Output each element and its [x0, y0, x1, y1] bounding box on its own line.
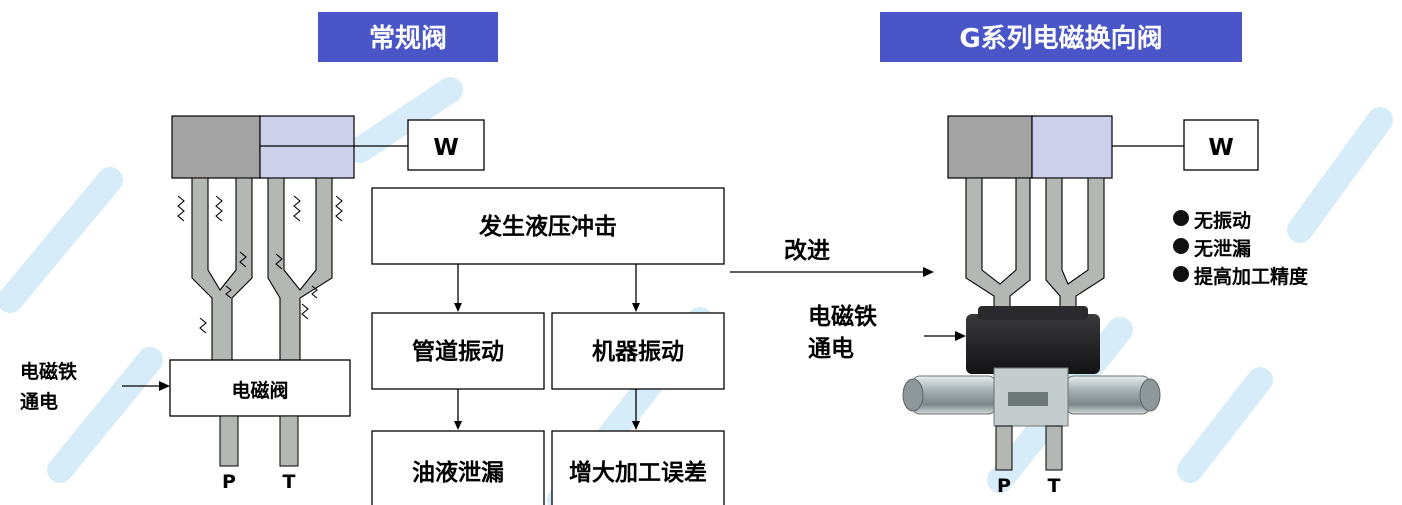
- left-title-bg: [318, 12, 498, 62]
- valve-right-coil: [1065, 375, 1151, 415]
- left-energize-line2: 通电: [20, 390, 58, 413]
- left-solenoid-label: 电磁阀: [231, 379, 288, 402]
- left-solenoid-valve: [169, 359, 351, 417]
- right-block-dark: [947, 115, 1033, 179]
- right-energize-line2: 通电: [808, 336, 854, 362]
- arrowhead-error: [632, 421, 640, 430]
- benefit-3: 提高加工精度: [1194, 265, 1309, 288]
- machine-vibration-label: 机器振动: [592, 338, 684, 365]
- right-port-t: T: [1048, 475, 1061, 497]
- right-pipe-p-upper: [965, 177, 1031, 321]
- right-valve-system: W P T 电磁铁 通电 无振动 无泄漏: [808, 115, 1309, 497]
- valve-left-coil: [911, 375, 997, 415]
- left-pipe-p-upper: [191, 177, 253, 361]
- g-series-valve-image: [902, 306, 1161, 427]
- left-valve-system: W 电磁阀 P T 电磁铁 通电: [20, 115, 485, 493]
- right-block-light: [1031, 115, 1113, 179]
- right-pipe-t-upper: [1045, 177, 1105, 321]
- error-label: 增大加工误差: [569, 459, 707, 486]
- right-pipe-t-lower: [1045, 425, 1063, 471]
- arrowhead-machine-vibration: [632, 303, 640, 312]
- benefit-bullet-3: [1173, 266, 1189, 282]
- improve-label: 改进: [784, 238, 830, 264]
- right-pipe-p-lower: [995, 425, 1013, 471]
- left-energize-arrowhead: [159, 381, 170, 391]
- left-block-light: [259, 115, 355, 179]
- right-title: G系列电磁换向阀: [959, 23, 1162, 54]
- left-pipe-p-lower: [219, 415, 239, 467]
- benefits-list: 无振动 无泄漏 提高加工精度: [1173, 209, 1309, 288]
- benefit-1: 无振动: [1194, 209, 1251, 232]
- valve-right-cap: [1139, 378, 1161, 412]
- right-title-bg: [880, 12, 1242, 62]
- pipe-vibration-box: [371, 312, 545, 390]
- left-pipe-t-upper: [267, 177, 333, 361]
- left-port-t: T: [283, 471, 296, 493]
- right-energize-line1: 电磁铁: [808, 303, 877, 330]
- left-w-box: [407, 119, 485, 171]
- shock-label: 发生液压冲击: [478, 213, 617, 240]
- oil-leak-box: [371, 430, 545, 505]
- arrowhead-pipe-vibration: [454, 303, 462, 312]
- error-box: [551, 430, 725, 505]
- arrowhead-oil-leak: [454, 421, 462, 430]
- valve-cap: [978, 306, 1088, 320]
- left-port-p: P: [222, 471, 236, 493]
- benefit-2: 无泄漏: [1194, 237, 1251, 260]
- valve-left-cap: [902, 378, 924, 412]
- oil-leak-label: 油液泄漏: [412, 459, 504, 486]
- benefit-bullet-2: [1173, 238, 1189, 254]
- pipe-vibration-label: 管道振动: [412, 338, 504, 365]
- left-pipe-t-lower: [279, 415, 299, 467]
- vibration-marks: [177, 195, 343, 334]
- machine-vibration-box: [551, 312, 725, 390]
- left-block-dark: [171, 115, 261, 179]
- improve-arrowhead: [923, 267, 934, 277]
- right-energize-arrowhead: [955, 331, 966, 341]
- left-w-label: W: [433, 135, 458, 161]
- benefit-bullet-1: [1173, 210, 1189, 226]
- left-title-banner: 常规阀: [318, 12, 498, 62]
- valve-nameplate: [1008, 392, 1048, 406]
- right-title-banner: G系列电磁换向阀: [880, 12, 1242, 62]
- right-port-p: P: [997, 475, 1011, 497]
- consequence-flow: 发生液压冲击 管道振动 机器振动 油液泄漏 增大加工误差 改进: [371, 187, 934, 505]
- shock-box: [371, 187, 725, 265]
- right-w-label: W: [1208, 135, 1233, 161]
- right-w-box: [1183, 119, 1259, 171]
- left-title: 常规阀: [369, 24, 447, 54]
- valve-top-housing: [966, 314, 1100, 374]
- left-energize-line1: 电磁铁: [20, 360, 77, 383]
